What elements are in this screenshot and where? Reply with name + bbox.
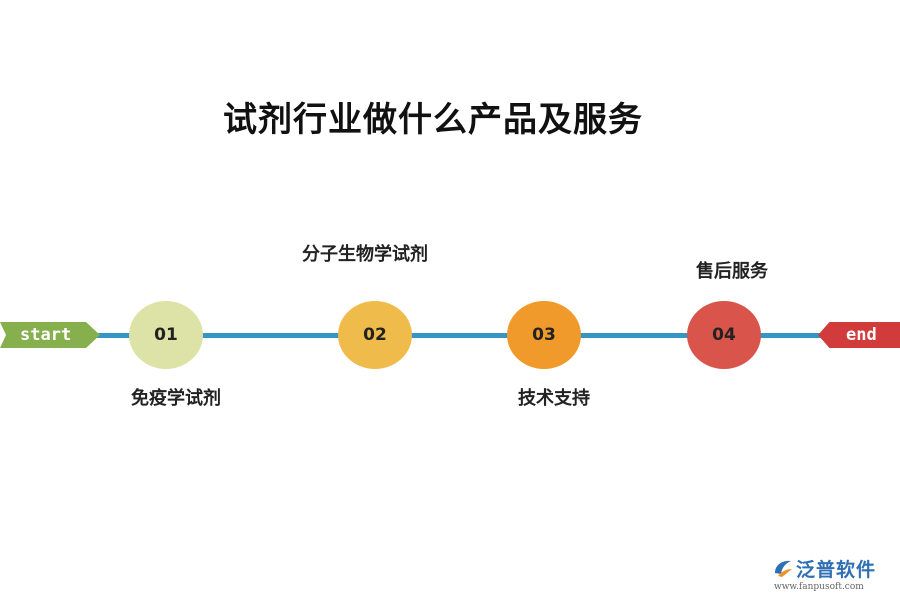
step-node-04: 04: [687, 301, 761, 369]
brand-logo: 泛普软件 www.fanpusoft.com: [772, 555, 894, 595]
end-tag: end: [818, 322, 900, 348]
step-label-01: 免疫学试剂: [131, 388, 221, 409]
brand-url: www.fanpusoft.com: [774, 582, 864, 592]
brand-logo-icon: [775, 560, 792, 577]
brand-name: 泛普软件: [796, 559, 877, 581]
step-node-01: 01: [129, 301, 203, 369]
timeline-line: [96, 333, 824, 338]
step-node-03: 03: [507, 301, 581, 369]
step-label-03: 技术支持: [518, 388, 590, 409]
step-node-02: 02: [338, 301, 412, 369]
step-label-02: 分子生物学试剂: [302, 244, 428, 265]
start-tag: start: [0, 322, 100, 348]
step-label-04: 售后服务: [696, 261, 768, 282]
page-title: 试剂行业做什么产品及服务: [223, 100, 643, 140]
